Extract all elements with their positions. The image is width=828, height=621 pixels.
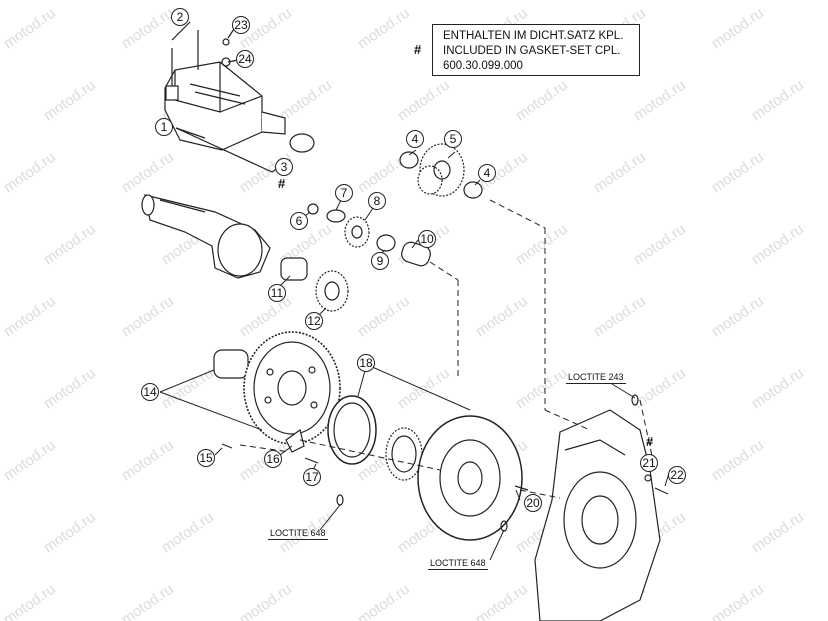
callout-leaders — [159, 149, 671, 561]
flywheel-assembly — [327, 395, 529, 541]
note-line-english: INCLUDED IN GASKET-SET CPL. — [443, 45, 621, 57]
starter-motor — [164, 30, 315, 153]
gasket-set-note: ENTHALTEN IM DICHT.SATZ KPL. INCLUDED IN… — [432, 24, 640, 76]
callout-20: 20 — [524, 494, 542, 512]
callout-16: 16 — [264, 450, 282, 468]
assembly-lines — [239, 199, 656, 499]
callout-3: 3 — [275, 158, 293, 176]
callout-1: 1 — [155, 118, 173, 136]
gear-parts-upper — [307, 143, 483, 267]
callout-9: 9 — [371, 252, 389, 270]
note-part-number: 600.30.099.000 — [443, 60, 523, 72]
loctite-243-label: LOCTITE 243 — [566, 372, 626, 384]
callout-4-right: 4 — [478, 164, 496, 182]
crankshaft — [141, 194, 271, 279]
callout-12: 12 — [305, 312, 323, 330]
callout-4-left: 4 — [406, 130, 424, 148]
loctite-648-label-left: LOCTITE 648 — [268, 528, 328, 540]
callout-18: 18 — [357, 354, 375, 372]
callout-17: 17 — [303, 468, 321, 486]
callout-23: 23 — [232, 16, 250, 34]
callout-10: 10 — [418, 230, 436, 248]
callout-14: 14 — [141, 383, 159, 401]
loctite-648-label-right: LOCTITE 648 — [428, 558, 488, 570]
engine-case — [534, 394, 669, 621]
note-marker: # — [414, 42, 422, 57]
callout-6: 6 — [290, 212, 308, 230]
callout-5: 5 — [444, 130, 462, 148]
callout-15: 15 — [197, 449, 215, 467]
callout-22: 22 — [668, 466, 686, 484]
gasket-marker-case: # — [646, 434, 654, 449]
gasket-marker-starter: # — [278, 176, 286, 191]
callout-2: 2 — [171, 8, 189, 26]
freewheel-gear — [213, 331, 341, 464]
callout-21: 21 — [640, 454, 658, 472]
callout-11: 11 — [268, 284, 286, 302]
gear-parts-middle — [280, 257, 349, 312]
callout-24: 24 — [236, 50, 254, 68]
callout-8: 8 — [368, 192, 386, 210]
callout-7: 7 — [335, 184, 353, 202]
note-line-german: ENTHALTEN IM DICHT.SATZ KPL. — [443, 30, 624, 42]
